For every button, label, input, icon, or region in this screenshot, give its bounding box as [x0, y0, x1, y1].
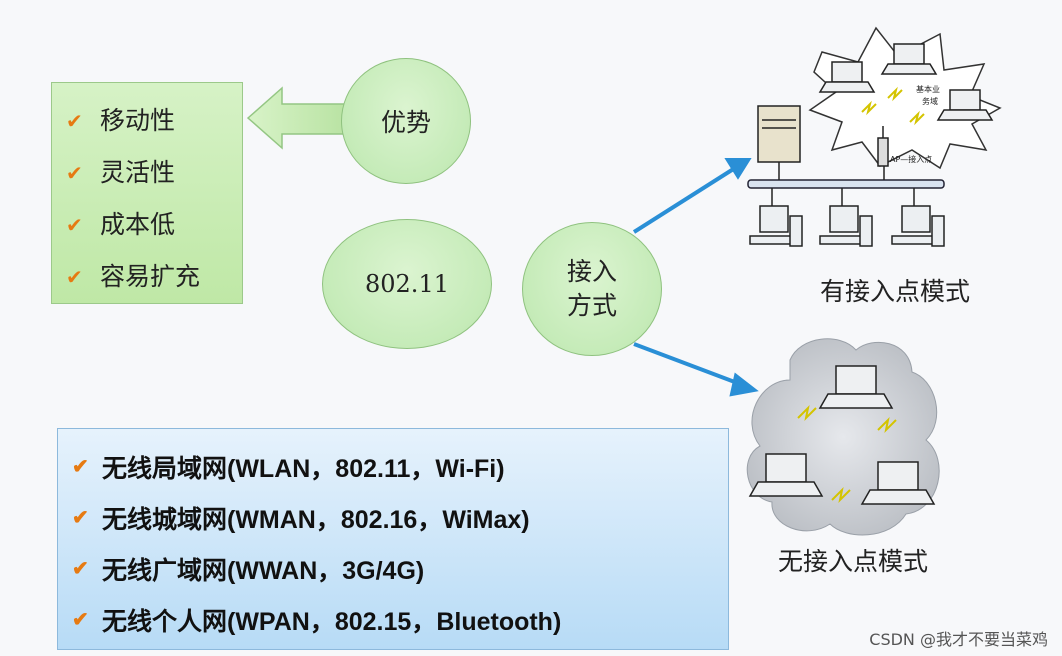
advantage-item: ✔ 成本低	[66, 199, 242, 251]
checkmark-icon: ✔	[72, 609, 89, 631]
network-bus	[747, 179, 945, 189]
advantage-label: 成本低	[100, 210, 176, 239]
advantage-item: ✔ 容易扩充	[66, 251, 242, 303]
advantages-box: ✔ 移动性 ✔ 灵活性 ✔ 成本低 ✔ 容易扩充	[51, 82, 243, 304]
advantage-label: 移动性	[100, 106, 176, 135]
laptop-icon	[748, 365, 936, 505]
left-block-arrow	[246, 86, 347, 150]
checkmark-icon: ✔	[66, 213, 83, 237]
arrow-to-adhoc-mode	[633, 342, 759, 397]
checkmark-icon: ✔	[72, 456, 89, 478]
ap-mode-caption: 有接入点模式	[820, 277, 971, 306]
advantage-label: 灵活性	[100, 158, 176, 187]
bss-label-2: 务域	[922, 96, 938, 106]
server-icon	[757, 105, 801, 163]
access-node-line1: 接入	[566, 257, 617, 286]
access-node-line2: 方式	[566, 291, 617, 320]
bss-label-1: 基本业	[916, 84, 940, 94]
watermark: CSDN @我才不要当菜鸡	[869, 630, 1048, 649]
network-type-item: ✔ 无线局域网(WLAN，802.11，Wi-Fi)	[72, 441, 728, 492]
network-type-label: 无线城域网(WMAN，802.16，WiMax)	[102, 505, 530, 534]
desktop-pc-icon	[749, 205, 945, 247]
network-types-box: ✔ 无线局域网(WLAN，802.11，Wi-Fi) ✔ 无线城域网(WMAN，…	[57, 428, 729, 650]
network-type-item: ✔ 无线广域网(WWAN，3G/4G)	[72, 543, 728, 594]
arrow-to-ap-mode	[632, 158, 752, 234]
network-type-label: 无线局域网(WLAN，802.11，Wi-Fi)	[102, 454, 505, 483]
network-type-item: ✔ 无线个人网(WPAN，802.15，Bluetooth)	[72, 594, 728, 645]
checkmark-icon: ✔	[66, 161, 83, 185]
wireless-signal-icon	[861, 86, 925, 126]
checkmark-icon: ✔	[72, 507, 89, 529]
checkmark-icon: ✔	[66, 265, 83, 289]
network-type-label: 无线个人网(WPAN，802.15，Bluetooth)	[102, 607, 562, 636]
network-type-item: ✔ 无线城域网(WMAN，802.16，WiMax)	[72, 492, 728, 543]
advantage-label: 容易扩充	[100, 262, 201, 291]
advantage-item: ✔ 移动性	[66, 95, 242, 147]
advantage-item: ✔ 灵活性	[66, 147, 242, 199]
network-type-label: 无线广域网(WWAN，3G/4G)	[102, 556, 425, 585]
advantage-node-label: 优势	[380, 108, 431, 137]
advantage-node: 优势	[341, 58, 471, 184]
wireless-signal-icon	[797, 404, 897, 504]
laptop-icon	[818, 43, 994, 121]
standard-node: 802.11	[322, 219, 492, 349]
ap-label: AP—接入点	[890, 154, 932, 164]
standard-node-label: 802.11	[365, 270, 449, 298]
checkmark-icon: ✔	[66, 109, 83, 133]
adhoc-mode-caption: 无接入点模式	[778, 547, 929, 576]
checkmark-icon: ✔	[72, 558, 89, 580]
access-point-icon	[877, 126, 889, 167]
access-mode-node: 接入 方式	[522, 222, 662, 356]
